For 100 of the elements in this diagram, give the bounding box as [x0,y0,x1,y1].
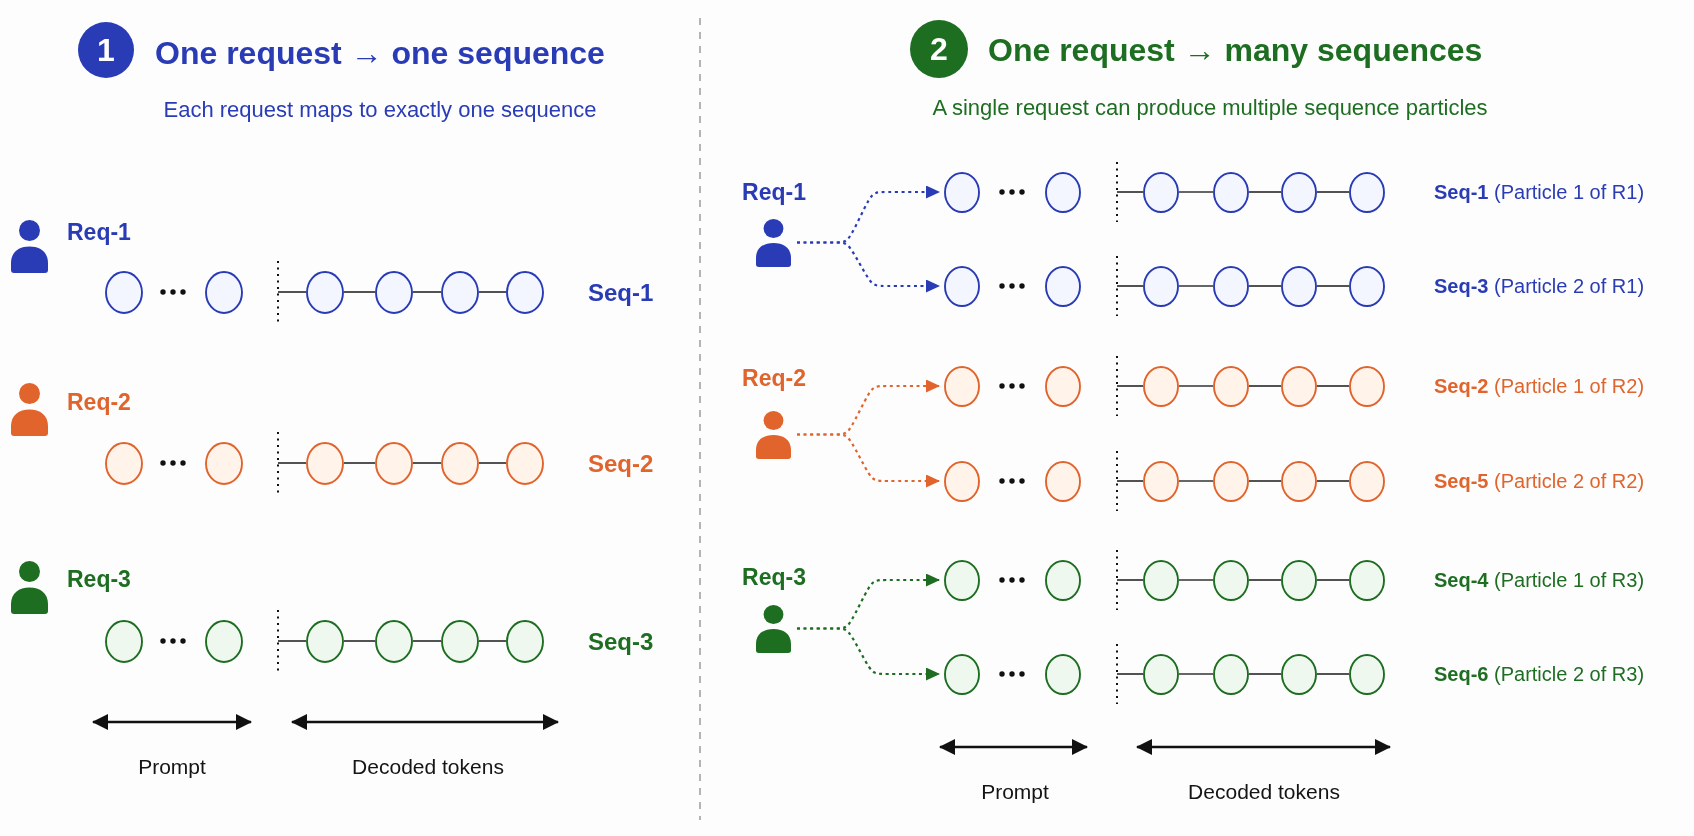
sequence-label: Seq-2 (Particle 1 of R2) [1434,374,1645,398]
token-circle [1281,171,1317,213]
token-circle [306,270,344,314]
token-circle [1045,365,1081,407]
token-circle [1143,265,1179,307]
sequence-label: Seq-6 (Particle 2 of R3) [1434,662,1645,686]
connector-line [277,291,307,293]
token-circle [441,619,479,663]
token-circle [375,619,413,663]
request-label: Req-3 [67,565,131,593]
token-circle [506,270,544,314]
token-circle [1213,171,1249,213]
connector-line [478,291,507,293]
dimension-label: Prompt [138,754,206,780]
connector-line [1178,385,1214,387]
panel-title: One request → many sequences [988,31,1483,69]
token-circle [1045,653,1081,695]
dotted-arrow [797,241,940,293]
connector-line [277,462,307,464]
connector-line [1116,191,1144,193]
request-label: Req-3 [742,563,806,591]
connector-line [343,640,376,642]
token-circle [205,270,243,314]
sequence-label: Seq-2 [588,450,654,478]
connector-line [1316,285,1350,287]
token-circle [1213,460,1249,502]
person-icon [756,604,791,653]
panel-subtitle: A single request can produce multiple sequence particles [932,95,1488,121]
token-circle [1349,171,1385,213]
panel-title: One request → one sequence [155,34,605,72]
token-circle [944,365,980,407]
connector-line [1116,579,1144,581]
token-circle [105,270,143,314]
dotted-arrow [797,433,940,488]
connector-line [1248,579,1282,581]
token-circle [1045,265,1081,307]
sequence-label: Seq-5 (Particle 2 of R2) [1434,469,1645,493]
token-circle [105,441,143,485]
connector-line [412,291,442,293]
token-circle [1213,653,1249,695]
connector-line [1116,285,1144,287]
person-icon [756,410,791,459]
connector-line [1248,191,1282,193]
panel-subtitle: Each request maps to exactly one sequence [163,97,597,123]
token-circle [205,619,243,663]
person-icon [756,218,791,267]
token-circle [375,441,413,485]
connector-line [1116,385,1144,387]
connector-line [343,462,376,464]
connector-line [1248,673,1282,675]
connector-line [1178,285,1214,287]
token-circle [1045,171,1081,213]
token-circle [506,441,544,485]
token-circle [306,619,344,663]
dimension-label: Prompt [981,779,1049,805]
token-circle [105,619,143,663]
connector-line [1178,673,1214,675]
connector-line [412,462,442,464]
token-circle [1143,171,1179,213]
token-circle [1143,460,1179,502]
person-icon [11,382,48,436]
number-badge [78,22,134,78]
token-circle [1281,559,1317,601]
connector-line [1316,480,1350,482]
request-label: Req-2 [742,364,806,392]
badge-number: 2 [930,33,948,65]
request-label: Req-1 [742,178,806,206]
token-circle [1349,653,1385,695]
connector-line [277,640,307,642]
connector-line [1248,385,1282,387]
dimension-label: Decoded tokens [352,754,504,780]
connector-line [1316,191,1350,193]
request-label: Req-1 [67,218,131,246]
token-circle [1281,265,1317,307]
token-circle [944,171,980,213]
token-circle [441,441,479,485]
token-circle [1349,460,1385,502]
badge-number: 1 [97,34,115,66]
token-circle [944,265,980,307]
token-circle [506,619,544,663]
token-circle [1349,265,1385,307]
token-circle [1281,460,1317,502]
connector-line [1178,579,1214,581]
connector-line [1178,480,1214,482]
sequence-label: Seq-4 (Particle 1 of R3) [1434,568,1645,592]
connector-line [412,640,442,642]
dotted-arrow [797,627,940,681]
token-circle [1143,559,1179,601]
connector-line [1116,480,1144,482]
connector-line [343,291,376,293]
token-circle [1213,365,1249,407]
connector-line [1116,673,1144,675]
token-circle [1213,265,1249,307]
connector-line [1316,385,1350,387]
sequence-label: Seq-3 (Particle 2 of R1) [1434,274,1645,298]
connector-line [1178,191,1214,193]
connector-line [1248,480,1282,482]
connector-line [1316,579,1350,581]
token-circle [1349,365,1385,407]
request-label: Req-2 [67,388,131,416]
